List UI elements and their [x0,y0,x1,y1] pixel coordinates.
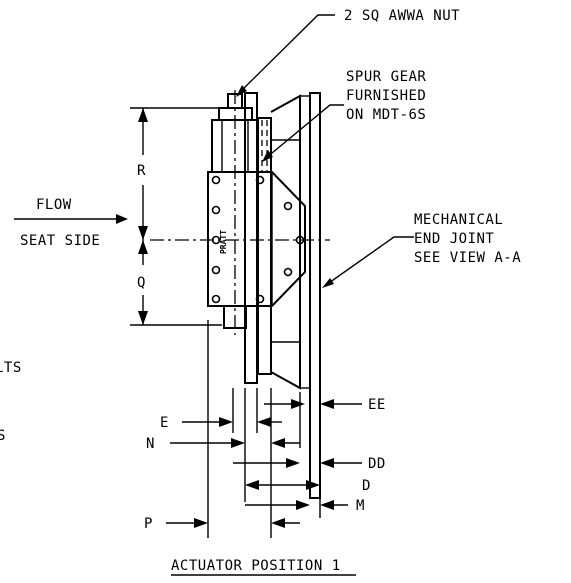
nut-label: 2 SQ AWWA NUT [344,8,460,24]
view-title: ACTUATOR POSITION 1 [171,558,341,574]
dimension-dd: DD [233,456,386,472]
left-flange [244,92,258,384]
dimension-e: E [160,415,282,431]
spur-gear-leader: SPUR GEAR FURNISHED ON MDT-6S [262,69,426,162]
dimension-d: D [245,478,371,494]
r-q-dimension: R Q [130,107,222,326]
mech-label-line1: MECHANICAL [414,212,503,228]
q-label: Q [137,275,146,291]
spur-label-line2: FURNISHED [346,88,426,104]
r-label: R [137,163,146,179]
dimension-n: N [146,436,300,452]
body-taper [270,94,301,390]
edge-text-1: LTS [0,360,22,376]
mech-label-line3: SEE VIEW A-A [414,250,521,266]
mechanical-end-flange [309,92,321,499]
spur-label-line1: SPUR GEAR [346,69,426,85]
extension-lines [207,320,321,538]
m-label: M [356,498,365,514]
brand-label: PRATT [219,230,228,254]
flow-label: FLOW [36,197,72,213]
flow-indicator: FLOW SEAT SIDE [14,197,128,249]
seat-side-label: SEAT SIDE [20,233,100,249]
mechanical-leader: MECHANICAL END JOINT SEE VIEW A-A [322,212,521,288]
ee-label: EE [368,397,386,413]
d-label: D [362,478,371,494]
edge-text-2: S [0,428,6,444]
dimension-m: M [245,498,365,514]
dd-label: DD [368,456,386,472]
n-label: N [146,436,155,452]
seat-ring [257,117,272,375]
dimension-ee: EE [264,397,386,413]
spur-label-line3: ON MDT-6S [346,107,426,123]
dimension-p: P [144,516,300,532]
mech-label-line2: END JOINT [414,231,494,247]
nut-leader: 2 SQ AWWA NUT [236,8,460,97]
e-label: E [160,415,169,431]
p-label: P [144,516,153,532]
valve-body [244,92,321,499]
